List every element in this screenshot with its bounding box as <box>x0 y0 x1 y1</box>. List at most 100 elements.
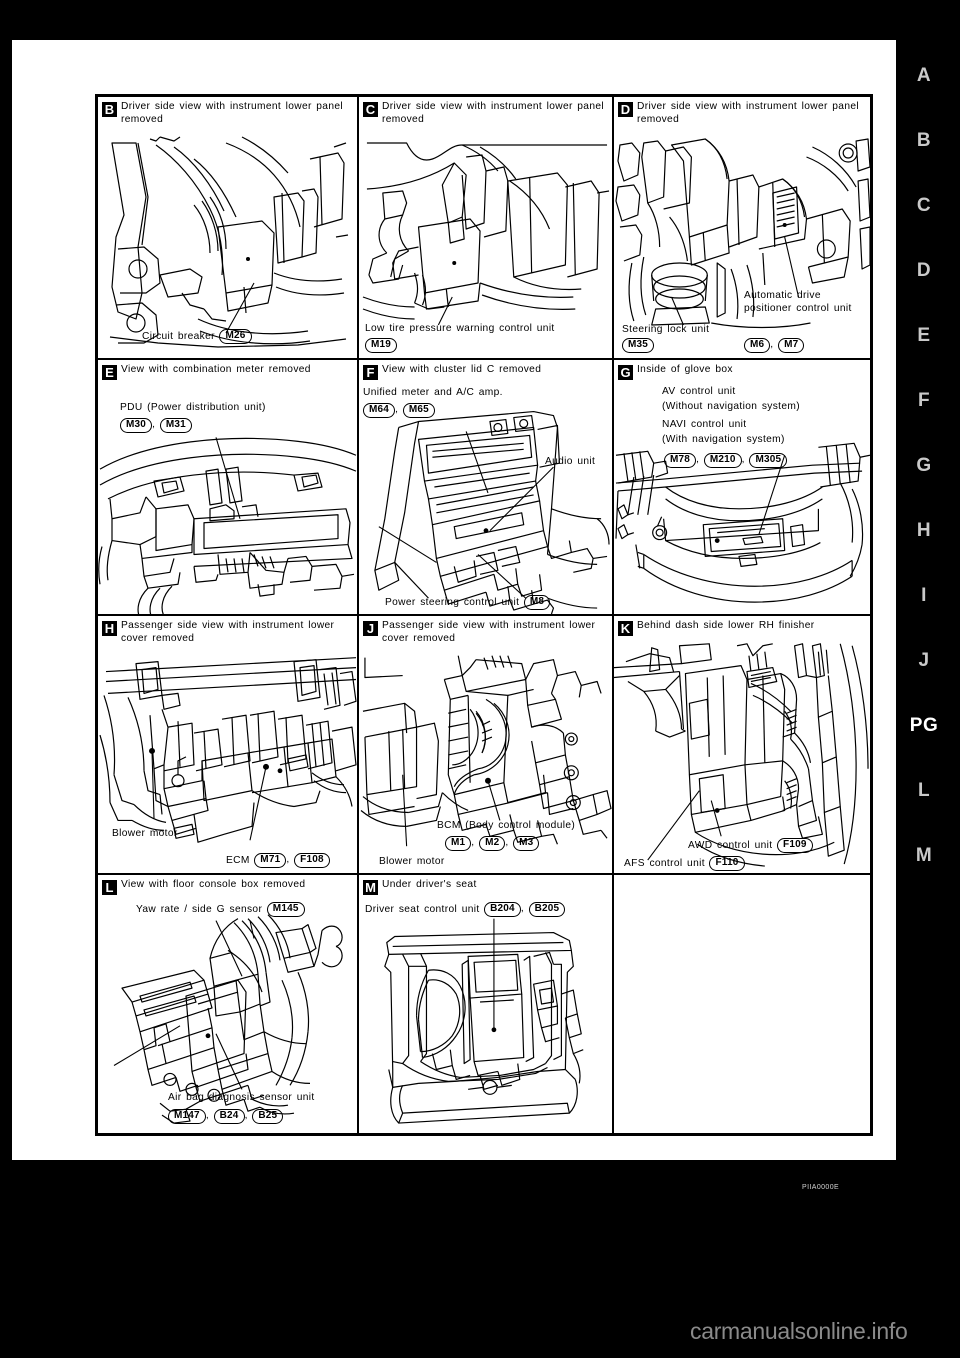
panel-j-title: Passenger side view with instrument lowe… <box>382 620 596 644</box>
panel-b-header: B Driver side view with instrument lower… <box>98 97 357 126</box>
panel-l-callout-label-airbag: Air bag diagnosis sensor unit <box>168 1092 315 1103</box>
panel-j-code-row: M1, M2, M3 <box>445 836 540 851</box>
panel-c-callout-code-row: M19 <box>365 338 398 353</box>
panel-f: F View with cluster lid C removed Unifie… <box>357 360 612 614</box>
panel-k-callout-afs: AFS control unit F110 <box>624 856 745 871</box>
panel-g-callout-av-control-unit: AV control unit <box>662 386 736 399</box>
panel-m-header: M Under driver's seat <box>359 875 612 895</box>
manual-page-sheet: B Driver side view with instrument lower… <box>12 40 896 1191</box>
panel-g-header: G Inside of glove box <box>614 360 870 380</box>
connector-code-b25: B25 <box>252 1109 284 1124</box>
section-tab-l[interactable]: L <box>917 780 931 801</box>
panel-e-artwork <box>98 360 357 614</box>
panel-c-title: Driver side view with instrument lower p… <box>382 101 604 125</box>
panel-c-header: C Driver side view with instrument lower… <box>359 97 612 126</box>
panel-k-letter: K <box>618 621 633 636</box>
figure-row-3: H Passenger side view with instrument lo… <box>98 614 870 873</box>
panel-b-artwork <box>98 97 357 358</box>
figure-row-2: E View with combination meter removed PD… <box>98 358 870 614</box>
panel-l-letter: L <box>102 880 117 895</box>
panel-j-callout-label-bcm: BCM (Body control module) <box>437 820 576 831</box>
panel-d-callout-label-steering: Steering lock unit <box>622 324 710 335</box>
panel-d-artwork <box>614 97 870 358</box>
section-tab-a[interactable]: A <box>916 65 932 86</box>
panel-g-callout-with-nav: (With navigation system) <box>662 434 785 447</box>
panel-h: H Passenger side view with instrument lo… <box>98 616 357 873</box>
section-tab-pg[interactable]: PG <box>909 715 939 736</box>
panel-f-code-meter: M64, M65 <box>363 403 435 418</box>
panel-l-callout-yaw-rate: Yaw rate / side G sensor M145 <box>136 902 305 917</box>
panel-e-letter: E <box>102 365 117 380</box>
connector-code-m6: M6 <box>744 338 771 353</box>
panel-b-callout-label: Circuit breaker <box>142 331 215 343</box>
panel-d-callout-steering-lock: Steering lock unit <box>622 324 709 337</box>
connector-code-m19: M19 <box>365 338 398 353</box>
panel-c-callout-low-tire-pressure: Low tire pressure warning control unit <box>365 323 555 336</box>
panel-e-callout-pdu: PDU (Power distribution unit) <box>120 402 266 415</box>
panel-j-header: J Passenger side view with instrument lo… <box>359 616 612 645</box>
site-watermark: carmanualsonline.info <box>690 1318 908 1344</box>
connector-code-m7: M7 <box>778 338 805 353</box>
panel-h-callout-label-ecm: ECM <box>226 855 250 867</box>
connector-code-m78: M78 <box>664 453 697 468</box>
panel-b-letter: B <box>102 102 117 117</box>
panel-m-title: Under driver's seat <box>382 879 477 890</box>
panel-d-callout-label-adp: Automatic drive positioner control unit <box>744 290 852 314</box>
panel-e: E View with combination meter removed PD… <box>98 360 357 614</box>
panel-f-callout-label-audio: Audio unit <box>545 456 596 467</box>
panel-g-artwork <box>614 360 870 614</box>
panel-d-code-adp: M6, M7 <box>744 338 805 353</box>
panel-k-header: K Behind dash side lower RH finisher <box>614 616 870 636</box>
panel-d-title: Driver side view with instrument lower p… <box>637 101 859 125</box>
panel-b-callout-circuit-breaker: Circuit breaker M26 <box>142 329 252 344</box>
panel-c-callout-label: Low tire pressure warning control unit <box>365 323 555 334</box>
panel-f-letter: F <box>363 365 378 380</box>
panel-m-callout-label-seat: Driver seat control unit <box>365 904 480 916</box>
section-tab-m[interactable]: M <box>915 845 933 866</box>
panel-k-artwork <box>614 616 870 873</box>
panel-g-callout-navi-control-unit: NAVI control unit <box>662 419 746 432</box>
connector-code-m210: M210 <box>703 453 742 468</box>
section-tab-h[interactable]: H <box>916 520 932 541</box>
panel-d-callout-auto-drive-positioner: Automatic drive positioner control unit <box>744 290 866 315</box>
connector-code-b24: B24 <box>213 1109 245 1124</box>
panel-m: M Under driver's seat Driver seat contro… <box>357 875 612 1133</box>
panel-l-callout-airbag-sensor: Air bag diagnosis sensor unit <box>168 1092 315 1105</box>
panel-l-callout-label-yaw: Yaw rate / side G sensor <box>136 904 263 916</box>
connector-code-f110: F110 <box>709 856 745 871</box>
panel-f-callout-unified-meter: Unified meter and A/C amp. <box>363 387 503 400</box>
panel-f-callout-audio-unit: Audio unit <box>545 456 595 469</box>
panel-b: B Driver side view with instrument lower… <box>98 97 357 358</box>
panel-j-artwork <box>359 616 612 873</box>
section-tab-i[interactable]: I <box>921 585 927 606</box>
connector-code-f108: F108 <box>294 853 330 868</box>
connector-code-m65: M65 <box>402 403 435 418</box>
panel-d-letter: D <box>618 102 633 117</box>
panel-h-callout-label-blower: Blower motor <box>112 828 178 839</box>
panel-h-letter: H <box>102 621 117 636</box>
panel-e-code-row: M30, M31 <box>120 418 192 433</box>
panel-l-header: L View with floor console box removed <box>98 875 357 895</box>
section-tab-d[interactable]: D <box>916 260 932 281</box>
panel-g-callout-label-with-nav: (With navigation system) <box>662 434 785 445</box>
connector-code-m305: M305 <box>749 453 788 468</box>
panel-d-header: D Driver side view with instrument lower… <box>614 97 870 126</box>
section-tab-f[interactable]: F <box>917 390 931 411</box>
panel-l-code-row: M147, B24, B25 <box>168 1109 284 1124</box>
connector-code-b204: B204 <box>484 902 521 917</box>
section-tab-j[interactable]: J <box>918 650 930 671</box>
connector-code-m2: M2 <box>479 836 506 851</box>
section-tab-b[interactable]: B <box>916 130 932 151</box>
panel-f-callout-label-meter: Unified meter and A/C amp. <box>363 387 503 398</box>
connector-code-m30: M30 <box>120 418 153 433</box>
connector-code-m26: M26 <box>219 329 252 344</box>
panel-e-title: View with combination meter removed <box>121 364 311 375</box>
section-tab-e[interactable]: E <box>917 325 931 346</box>
connector-code-m64: M64 <box>363 403 396 418</box>
panel-g: G Inside of glove box AV control unit (W… <box>612 360 870 614</box>
section-tab-c[interactable]: C <box>916 195 932 216</box>
section-tab-g[interactable]: G <box>916 455 932 476</box>
panel-h-title: Passenger side view with instrument lowe… <box>121 620 335 644</box>
panel-k-callout-label-awd: AWD control unit <box>688 840 773 852</box>
panel-g-callout-label-navi: NAVI control unit <box>662 419 747 430</box>
